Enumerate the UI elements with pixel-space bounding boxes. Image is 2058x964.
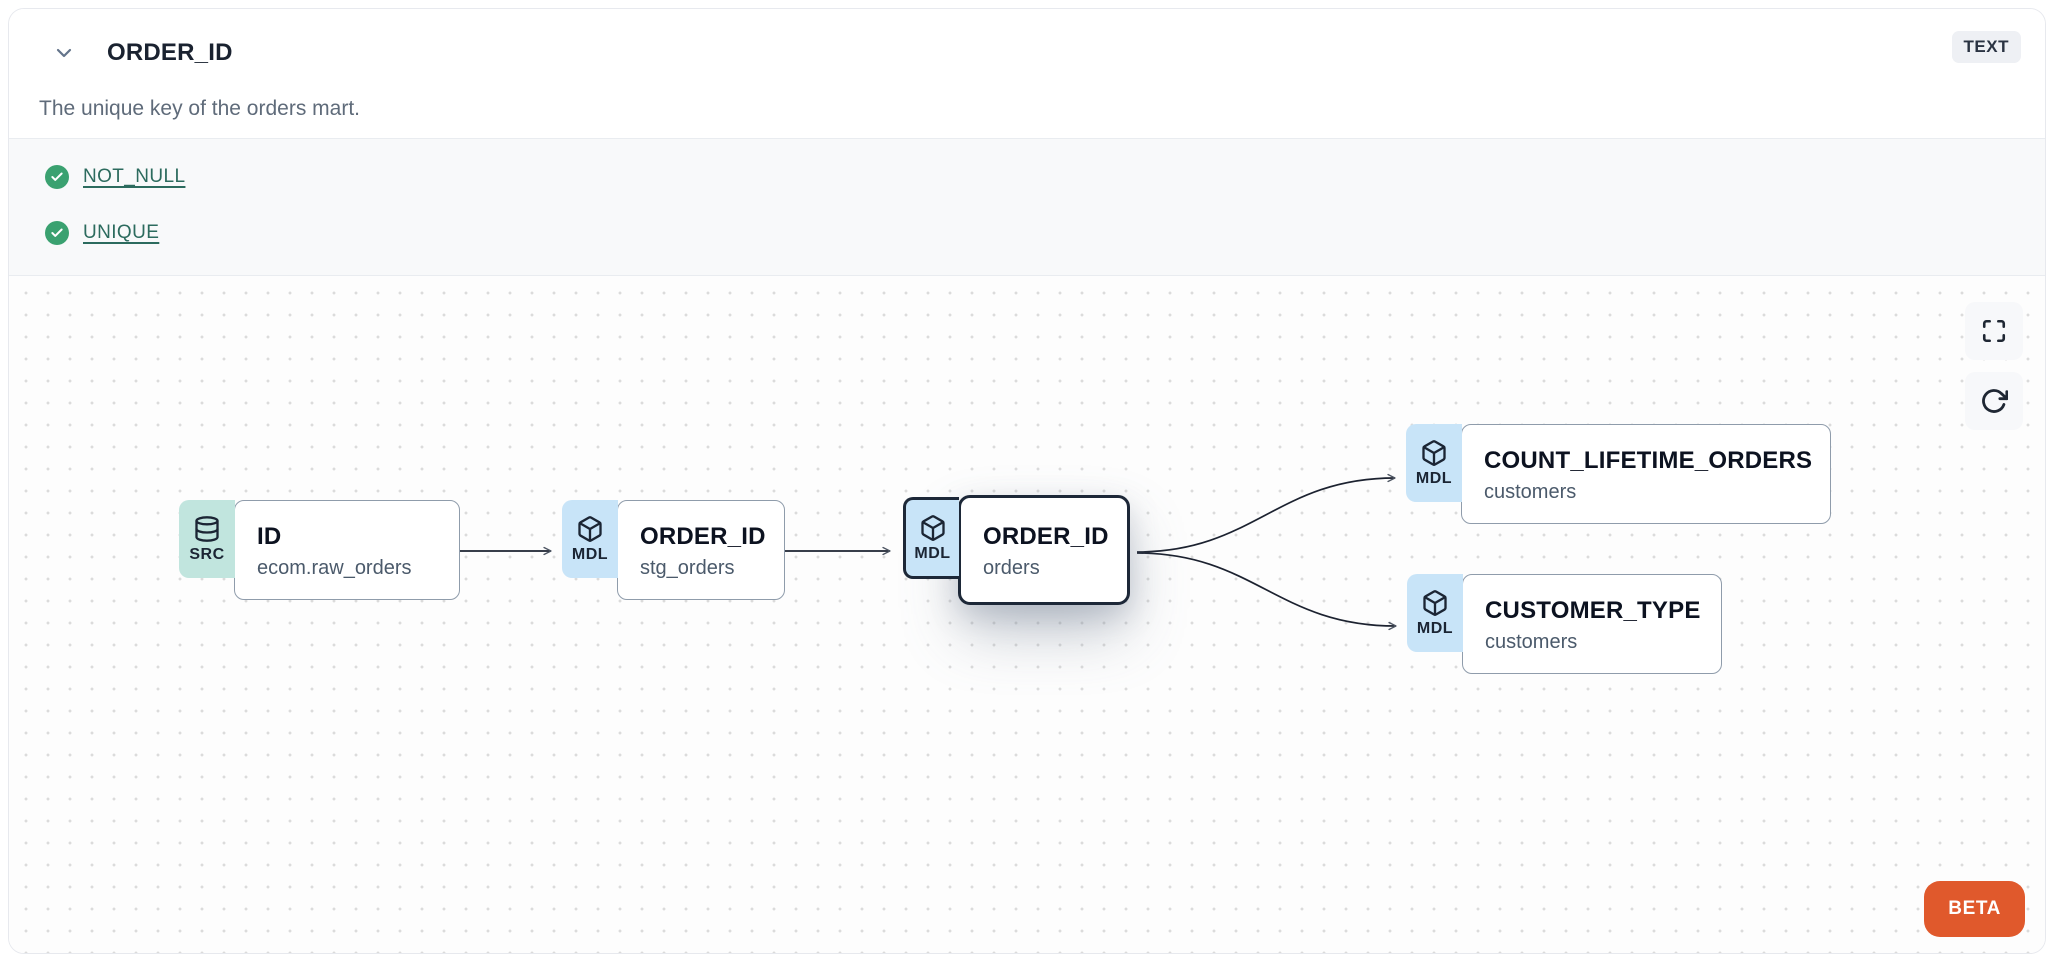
column-title: ORDER_ID [107, 39, 233, 66]
node-card: ORDER_ID stg_orders [617, 500, 785, 600]
lineage-node-count-lifetime-orders[interactable]: MDL COUNT_LIFETIME_ORDERS customers [1406, 424, 1831, 524]
node-title: ID [257, 522, 282, 550]
lineage-node-orders-selected[interactable]: MDL ORDER_ID orders [903, 495, 1130, 605]
node-badge-label: SRC [189, 545, 225, 563]
node-type-badge: MDL [562, 500, 618, 578]
node-title: COUNT_LIFETIME_ORDERS [1484, 446, 1813, 474]
node-title: ORDER_ID [983, 522, 1109, 550]
column-description: The unique key of the orders mart. [39, 97, 360, 120]
canvas-controls [1965, 302, 2023, 430]
chevron-down-icon [52, 41, 76, 65]
column-detail-card: ORDER_ID TEXT The unique key of the orde… [8, 8, 2046, 954]
node-badge-label: MDL [1415, 469, 1453, 487]
fullscreen-button[interactable] [1965, 302, 2023, 360]
test-row: NOT_NULL [45, 161, 2045, 193]
box-icon [1420, 439, 1448, 467]
node-title: CUSTOMER_TYPE [1485, 596, 1701, 624]
node-badge-label: MDL [914, 544, 951, 562]
node-subtitle: customers [1485, 630, 1578, 653]
box-icon [576, 515, 604, 543]
node-subtitle: customers [1484, 480, 1577, 503]
node-type-badge: MDL [1407, 574, 1463, 652]
node-subtitle: ecom.raw_orders [257, 556, 412, 579]
title-row: ORDER_ID [51, 39, 233, 67]
lineage-node-source[interactable]: SRC ID ecom.raw_orders [179, 500, 460, 600]
tests-section: NOT_NULL UNIQUE [9, 138, 2045, 276]
node-title: ORDER_ID [640, 522, 766, 550]
beta-badge: BETA [1924, 881, 2025, 937]
data-type-badge: TEXT [1951, 31, 2021, 63]
refresh-button[interactable] [1965, 372, 2023, 430]
rotate-cw-icon [1980, 387, 2008, 415]
column-header: ORDER_ID TEXT The unique key of the orde… [9, 9, 2045, 138]
node-card: COUNT_LIFETIME_ORDERS customers [1461, 424, 1831, 524]
test-row: UNIQUE [45, 217, 2045, 249]
check-circle-icon [45, 165, 69, 189]
node-badge-label: MDL [571, 545, 609, 563]
test-link-unique[interactable]: UNIQUE [83, 222, 160, 243]
node-subtitle: orders [983, 556, 1040, 579]
node-card: CUSTOMER_TYPE customers [1462, 574, 1722, 674]
lineage-node-stg-orders[interactable]: MDL ORDER_ID stg_orders [562, 500, 785, 600]
node-type-badge: SRC [179, 500, 235, 578]
node-card: ORDER_ID orders [958, 495, 1130, 605]
node-type-badge: MDL [903, 497, 959, 579]
lineage-node-customer-type[interactable]: MDL CUSTOMER_TYPE customers [1407, 574, 1722, 674]
collapse-button[interactable] [51, 40, 77, 66]
maximize-icon [1981, 318, 2007, 344]
box-icon [919, 514, 947, 542]
database-icon [193, 515, 221, 543]
node-card: ID ecom.raw_orders [234, 500, 460, 600]
test-link-not-null[interactable]: NOT_NULL [83, 166, 186, 187]
lineage-edges [460, 473, 1397, 631]
box-icon [1421, 589, 1449, 617]
node-subtitle: stg_orders [640, 556, 735, 579]
check-circle-icon [45, 221, 69, 245]
lineage-canvas[interactable]: SRC ID ecom.raw_orders MDL ORDER_ID stg [9, 276, 2045, 953]
node-type-badge: MDL [1406, 424, 1462, 502]
node-badge-label: MDL [1416, 619, 1454, 637]
